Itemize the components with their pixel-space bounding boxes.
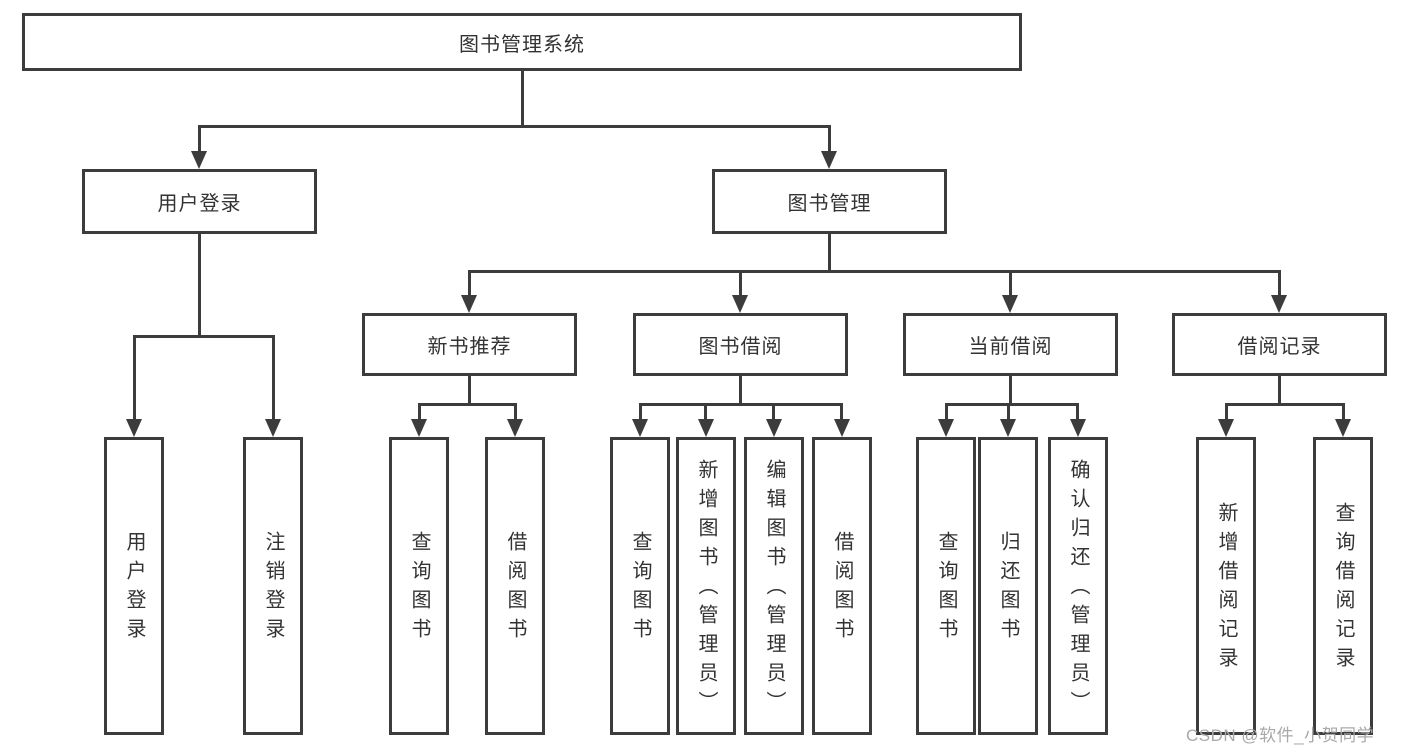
arrow-down-icon	[265, 419, 281, 437]
connector-line	[1225, 403, 1228, 423]
leaf-edit-book-admin: 编辑图书（管理员）	[744, 437, 804, 735]
connector-line	[468, 270, 1281, 273]
connector-line	[1076, 403, 1079, 423]
arrow-down-icon	[821, 151, 837, 169]
arrow-down-icon	[1070, 419, 1086, 437]
connector-line	[418, 403, 421, 423]
leaf-return-books: 归还图书	[978, 437, 1038, 735]
arrow-down-icon	[698, 419, 714, 437]
node-library-management-system: 图书管理系统	[22, 13, 1022, 71]
connector-line	[704, 403, 707, 423]
connector-line	[840, 403, 843, 423]
connector-line	[198, 234, 201, 338]
node-book-management: 图书管理	[712, 169, 947, 234]
connector-line	[418, 403, 517, 406]
connector-line	[468, 376, 471, 406]
node-book-borrowing: 图书借阅	[633, 313, 848, 376]
connector-line	[198, 125, 201, 153]
arrow-down-icon	[1002, 295, 1018, 313]
connector-line	[639, 403, 843, 406]
node-borrowing-records: 借阅记录	[1172, 313, 1387, 376]
connector-line	[828, 125, 831, 153]
connector-line	[828, 234, 831, 272]
connector-line	[133, 335, 136, 421]
connector-line	[772, 403, 775, 423]
connector-line	[272, 335, 275, 421]
node-user-login: 用户登录	[82, 169, 317, 234]
leaf-query-books-current: 查询图书	[916, 437, 976, 735]
leaf-user-login: 用户登录	[104, 437, 164, 735]
connector-line	[1009, 270, 1012, 298]
arrow-down-icon	[632, 419, 648, 437]
leaf-confirm-return-admin: 确认归还（管理员）	[1048, 437, 1108, 735]
node-current-borrowing: 当前借阅	[903, 313, 1118, 376]
leaf-query-books-borrowing: 查询图书	[610, 437, 670, 735]
watermark: CSDN @软件_小贺同学	[1186, 726, 1375, 745]
connector-line	[945, 403, 948, 423]
arrow-down-icon	[766, 419, 782, 437]
node-new-book-recommendation: 新书推荐	[362, 313, 577, 376]
connector-line	[198, 125, 831, 128]
leaf-borrow-books-recommend: 借阅图书	[485, 437, 545, 735]
connector-line	[514, 403, 517, 423]
connector-line	[468, 270, 471, 298]
arrow-down-icon	[1271, 295, 1287, 313]
arrow-down-icon	[938, 419, 954, 437]
leaf-query-books-recommend: 查询图书	[389, 437, 449, 735]
connector-line	[133, 335, 275, 338]
connector-line	[1225, 403, 1345, 406]
connector-line	[945, 403, 1079, 406]
arrow-down-icon	[411, 419, 427, 437]
connector-line	[1009, 376, 1012, 406]
connector-line	[1007, 403, 1010, 423]
leaf-add-borrow-record: 新增借阅记录	[1196, 437, 1256, 735]
connector-line	[1278, 376, 1281, 406]
connector-line	[739, 376, 742, 406]
arrow-down-icon	[1000, 419, 1016, 437]
arrow-down-icon	[1218, 419, 1234, 437]
connector-line	[1342, 403, 1345, 423]
arrow-down-icon	[126, 419, 142, 437]
connector-line	[639, 403, 642, 423]
arrow-down-icon	[191, 151, 207, 169]
leaf-logout: 注销登录	[243, 437, 303, 735]
connector-line	[1278, 270, 1281, 298]
leaf-add-book-admin: 新增图书（管理员）	[676, 437, 736, 735]
connector-line	[739, 270, 742, 298]
arrow-down-icon	[461, 295, 477, 313]
arrow-down-icon	[507, 419, 523, 437]
arrow-down-icon	[834, 419, 850, 437]
leaf-borrow-books-borrowing: 借阅图书	[812, 437, 872, 735]
connector-line	[521, 71, 524, 127]
leaf-query-borrow-record: 查询借阅记录	[1313, 437, 1373, 735]
arrow-down-icon	[732, 295, 748, 313]
arrow-down-icon	[1335, 419, 1351, 437]
